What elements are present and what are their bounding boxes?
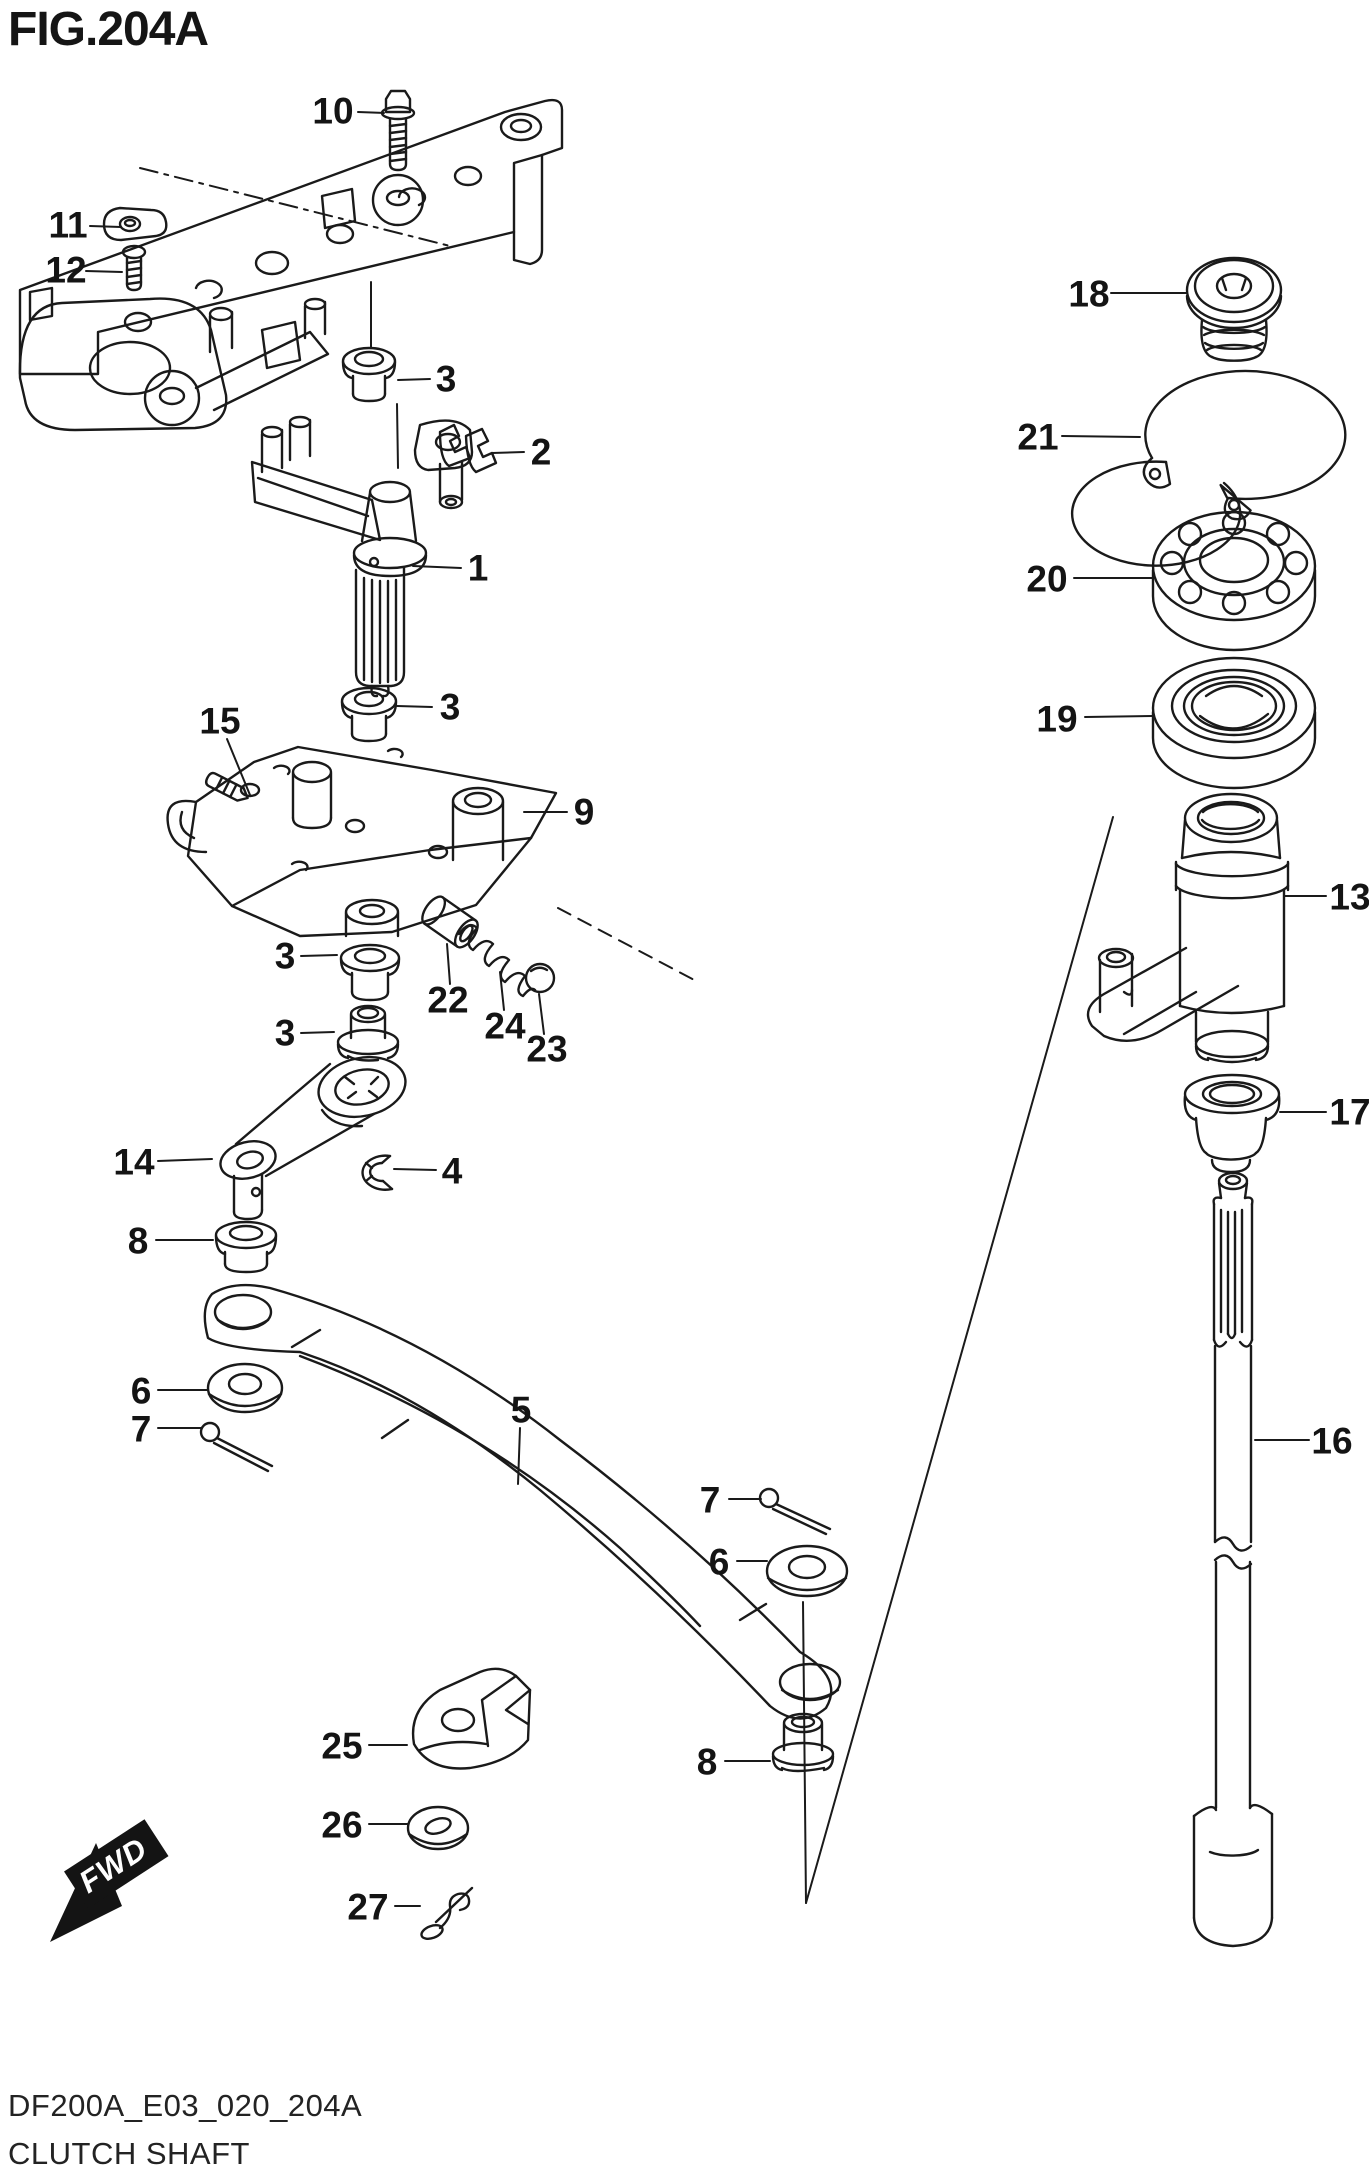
clip-27 [420, 1886, 474, 1940]
roller-22 [421, 895, 479, 949]
callout-18: 18 [1068, 273, 1110, 315]
callout-8b: 8 [696, 1741, 718, 1783]
shift-lever-14 [219, 1055, 407, 1221]
callout-13: 13 [1329, 876, 1369, 918]
cotter-pin-7a [199, 1421, 274, 1473]
e-clip-4 [361, 1154, 394, 1191]
bushing-8a [214, 1220, 278, 1274]
callout-3b: 3 [439, 686, 461, 728]
callout-3c: 3 [274, 935, 296, 977]
callout-5: 5 [510, 1389, 532, 1431]
callout-27: 27 [347, 1886, 389, 1928]
bushing-3d [336, 1004, 400, 1062]
flange-bolt [380, 89, 416, 172]
washer-6b [765, 1544, 849, 1598]
callout-2: 2 [530, 431, 552, 473]
axis-and-leader-lines [85, 111, 1327, 1907]
clip-2 [438, 423, 498, 474]
callout-11: 11 [48, 204, 88, 246]
small-screw [121, 244, 147, 292]
bushing-3c [339, 943, 401, 1002]
tab-washer [102, 206, 168, 242]
ball-23 [524, 962, 556, 994]
callout-22: 22 [427, 979, 469, 1021]
bushing-3a [341, 346, 397, 403]
callout-10: 10 [312, 90, 354, 132]
figure-title: FIG.204A [8, 3, 209, 56]
mounting-bracket [18, 98, 564, 432]
callout-6a: 6 [130, 1370, 152, 1412]
callout-4: 4 [441, 1150, 463, 1192]
callout-3d: 3 [274, 1012, 296, 1054]
callout-21: 21 [1017, 416, 1059, 458]
washer-26 [406, 1805, 470, 1851]
callout-6b: 6 [708, 1541, 730, 1583]
callout-3a: 3 [435, 358, 457, 400]
set-screw-15 [204, 771, 249, 802]
callout-12: 12 [45, 249, 87, 291]
bushing-3b [340, 686, 398, 743]
callout-17: 17 [1329, 1091, 1369, 1133]
callout-20: 20 [1026, 558, 1068, 600]
snap-ring-21 [1070, 369, 1347, 567]
cotter-pin-7b [758, 1487, 832, 1536]
plug-18 [1185, 256, 1283, 362]
callout-23: 23 [526, 1028, 568, 1070]
clamp-bracket-25 [411, 1667, 532, 1770]
callout-15: 15 [199, 700, 241, 742]
ball-bearing-20 [1151, 510, 1317, 652]
clutch-housing-13 [1086, 792, 1290, 1064]
callout-9: 9 [573, 791, 595, 833]
callout-7a: 7 [130, 1408, 152, 1450]
callout-7b: 7 [699, 1479, 721, 1521]
spring-24 [457, 923, 537, 998]
callout-19: 19 [1036, 698, 1078, 740]
washer-6a [206, 1362, 284, 1414]
clutch-bracket-plate-9 [166, 745, 558, 938]
clutch-arm-assembly-1 [250, 415, 474, 698]
bell-crank [143, 369, 201, 427]
callout-16: 16 [1311, 1420, 1353, 1462]
callout-24: 24 [484, 1005, 526, 1047]
spacer-cup-17 [1183, 1073, 1281, 1174]
callout-14: 14 [113, 1141, 155, 1183]
callout-1: 1 [467, 547, 489, 589]
figure-caption: CLUTCH SHAFT [8, 2136, 250, 2171]
callout-25: 25 [321, 1725, 363, 1767]
callout-26: 26 [321, 1804, 363, 1846]
clutch-shaft-16 [1192, 1171, 1274, 1948]
shift-rod-arm-5 [203, 1283, 842, 1720]
bushing-8b [771, 1712, 835, 1773]
drawing-code: DF200A_E03_020_204A [8, 2088, 363, 2123]
seal-ring-19 [1151, 656, 1317, 790]
callout-8a: 8 [127, 1220, 149, 1262]
